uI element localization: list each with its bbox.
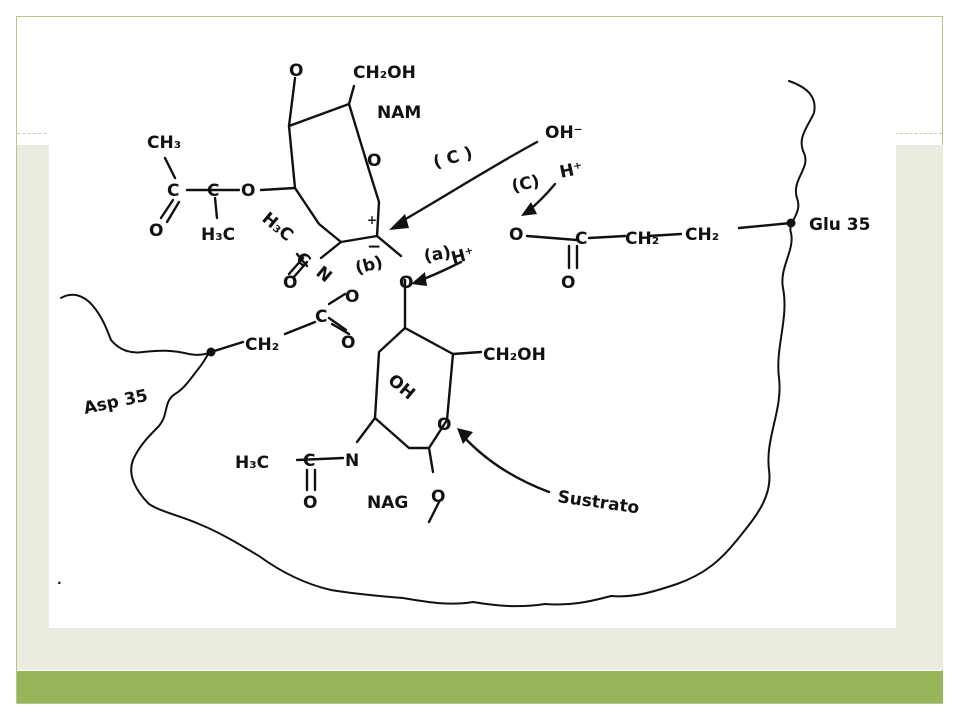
o-atom: O xyxy=(345,287,359,307)
mark-a-label: (a) xyxy=(422,243,452,267)
enzyme-outline xyxy=(130,80,816,608)
o-atom: O xyxy=(289,61,303,81)
charge-minus: − xyxy=(367,237,381,257)
mechanism-diagram: NAM NAG CH₂OH CH₂OH CH₃ H₃C H₃C H₃C OH⁻ … xyxy=(57,61,870,608)
ch2-asp: CH₂ xyxy=(245,335,279,355)
sustrato-label: Sustrato xyxy=(556,487,640,518)
ch2oh-bottom-label: CH₂OH xyxy=(483,345,546,365)
ch3-label: CH₃ xyxy=(147,133,181,153)
oh-attack-arrow xyxy=(395,140,539,226)
oh-attack-arrowhead xyxy=(389,214,409,230)
o-atom: O xyxy=(431,487,445,507)
o-atom: O xyxy=(561,273,575,293)
o-atom: O xyxy=(303,493,317,513)
carbocation-plus: + xyxy=(367,213,377,227)
nag-label: NAG xyxy=(367,493,408,513)
proton-arrowhead xyxy=(411,272,427,286)
c-atom: C xyxy=(315,307,327,327)
h-transfer-arrowhead xyxy=(521,202,537,216)
dashed-divider-right xyxy=(895,133,942,134)
ch2-glu-1: CH₂ xyxy=(625,229,659,249)
o-atom: O xyxy=(509,225,523,245)
asp35-label: Asp 35 xyxy=(82,386,150,419)
n-atom: N xyxy=(312,263,336,287)
dashed-divider-left xyxy=(17,133,57,134)
nam-label: NAM xyxy=(377,103,421,123)
o-atom: O xyxy=(399,273,413,293)
ch2-glu-2: CH₂ xyxy=(685,225,719,245)
oh-minus-label: OH⁻ xyxy=(545,123,583,143)
c-atom: C xyxy=(575,229,587,249)
substrate-pointer-arrowhead xyxy=(457,428,473,444)
nag-ring xyxy=(373,326,455,450)
c-atom: C xyxy=(207,181,219,201)
o-atom: O xyxy=(241,181,255,201)
enzyme-outline-left xyxy=(60,293,212,356)
h3c-label-nag: H₃C xyxy=(235,453,269,473)
oh-ring-label: OH xyxy=(384,371,419,405)
mark-c-upper: ( C ) xyxy=(431,143,475,173)
o-atom: O xyxy=(437,415,451,435)
nam-ring xyxy=(287,102,381,244)
mark-c-lower: (C) xyxy=(510,172,542,197)
lysozyme-mechanism-figure: NAM NAG CH₂OH CH₂OH CH₃ H₃C H₃C H₃C OH⁻ … xyxy=(49,18,896,628)
stray-dot: . xyxy=(57,573,62,587)
o-atom: O xyxy=(367,151,381,171)
ch2oh-top-label: CH₂OH xyxy=(353,63,416,83)
c-atom: C xyxy=(303,451,315,471)
o-atom: O xyxy=(341,333,355,353)
h3c-label-left: H₃C xyxy=(201,225,235,245)
n-atom: N xyxy=(345,451,359,471)
o-atom: O xyxy=(149,221,163,241)
o-atom: O xyxy=(283,273,297,293)
footer-bar xyxy=(17,671,943,703)
h-plus-c-label: H⁺ xyxy=(558,159,585,183)
h3c-label-diagonal: H₃C xyxy=(258,209,297,246)
h-plus-a-label: H⁺ xyxy=(449,244,477,269)
substrate-pointer-arrow xyxy=(461,434,551,494)
glu35-label: Glu 35 xyxy=(809,215,870,235)
c-atom: C xyxy=(167,181,179,201)
